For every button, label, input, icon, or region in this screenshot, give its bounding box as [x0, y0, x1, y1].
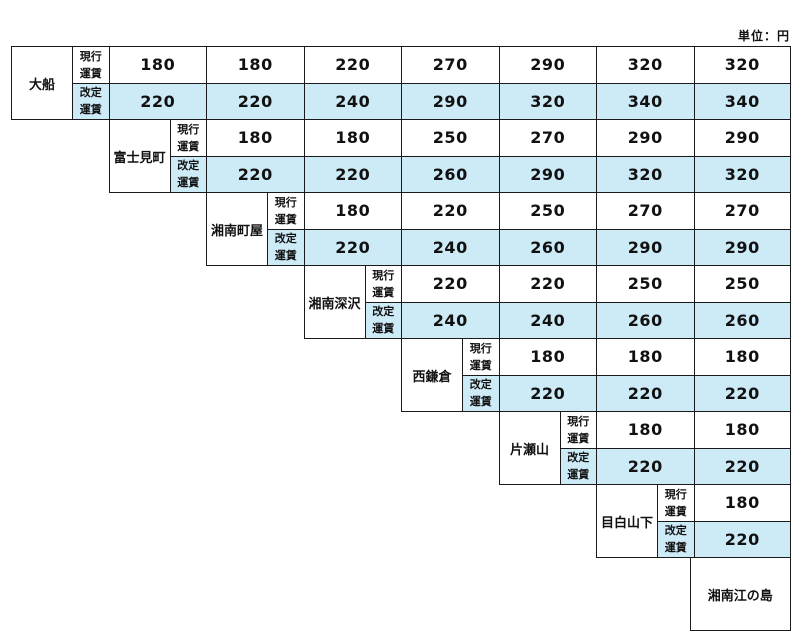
current-fare-cell: 220	[498, 265, 597, 303]
revised-fare-cell: 220	[498, 374, 597, 412]
revised-fare-cell: 260	[498, 228, 597, 266]
fare-type-revised-label: 改定 運賃	[267, 228, 305, 266]
station-name-cell: 西鎌倉	[401, 338, 463, 412]
fare-type-current-label: 現行 運賃	[267, 192, 305, 230]
revised-fare-cell: 290	[596, 228, 695, 266]
fare-type-revised-label: 改定 運賃	[657, 520, 695, 558]
revised-fare-cell: 320	[693, 155, 791, 193]
current-fare-cell: 180	[303, 119, 402, 157]
fare-type-revised-label: 改定 運賃	[462, 374, 500, 412]
revised-fare-cell: 220	[206, 82, 305, 120]
current-fare-cell: 220	[401, 192, 500, 230]
fare-type-revised-label: 改定 運賃	[72, 82, 110, 120]
current-fare-cell: 220	[401, 265, 500, 303]
revised-fare-cell: 240	[401, 301, 500, 339]
revised-fare-cell: 220	[693, 447, 791, 485]
current-fare-cell: 180	[303, 192, 402, 230]
current-fare-cell: 250	[596, 265, 695, 303]
current-fare-cell: 180	[498, 338, 597, 376]
fare-type-current-label: 現行 運賃	[462, 338, 500, 376]
fare-type-current-label: 現行 運賃	[364, 265, 402, 303]
current-fare-cell: 180	[693, 484, 791, 522]
revised-fare-cell: 240	[401, 228, 500, 266]
station-name-cell: 湘南深沢	[303, 265, 366, 339]
station-name-cell: 片瀬山	[498, 411, 561, 485]
fare-type-current-label: 現行 運賃	[657, 484, 695, 522]
revised-fare-cell: 220	[206, 155, 305, 193]
revised-fare-cell: 320	[498, 82, 597, 120]
revised-fare-cell: 340	[596, 82, 695, 120]
fare-type-current-label: 現行 運賃	[559, 411, 597, 449]
revised-fare-cell: 340	[693, 82, 791, 120]
current-fare-cell: 270	[401, 46, 500, 84]
revised-fare-cell: 220	[693, 520, 791, 558]
current-fare-cell: 270	[596, 192, 695, 230]
revised-fare-cell: 260	[401, 155, 500, 193]
fare-type-current-label: 現行 運賃	[72, 46, 110, 84]
current-fare-cell: 250	[693, 265, 791, 303]
station-name-cell: 大船	[11, 46, 73, 120]
current-fare-cell: 270	[498, 119, 597, 157]
fare-type-current-label: 現行 運賃	[169, 119, 207, 157]
revised-fare-cell: 220	[303, 228, 402, 266]
unit-label: 単位：円	[737, 29, 790, 43]
current-fare-cell: 290	[596, 119, 695, 157]
fare-type-revised-label: 改定 運賃	[364, 301, 402, 339]
current-fare-cell: 250	[498, 192, 597, 230]
last-station-cell: 湘南江の島	[689, 557, 791, 631]
revised-fare-cell: 260	[596, 301, 695, 339]
revised-fare-cell: 290	[498, 155, 597, 193]
current-fare-cell: 180	[596, 338, 695, 376]
current-fare-cell: 320	[596, 46, 695, 84]
revised-fare-cell: 290	[401, 82, 500, 120]
revised-fare-cell: 240	[498, 301, 597, 339]
current-fare-cell: 180	[108, 46, 207, 84]
current-fare-cell: 180	[693, 338, 791, 376]
revised-fare-cell: 290	[693, 228, 791, 266]
fare-type-revised-label: 改定 運賃	[559, 447, 597, 485]
current-fare-cell: 180	[206, 119, 305, 157]
revised-fare-cell: 220	[108, 82, 207, 120]
revised-fare-cell: 320	[596, 155, 695, 193]
revised-fare-cell: 240	[303, 82, 402, 120]
current-fare-cell: 220	[303, 46, 402, 84]
current-fare-cell: 180	[693, 411, 791, 449]
current-fare-cell: 290	[498, 46, 597, 84]
revised-fare-cell: 220	[596, 374, 695, 412]
current-fare-cell: 180	[596, 411, 695, 449]
fare-type-revised-label: 改定 運賃	[169, 155, 207, 193]
current-fare-cell: 270	[693, 192, 791, 230]
current-fare-cell: 180	[206, 46, 305, 84]
station-name-cell: 富士見町	[108, 119, 171, 193]
revised-fare-cell: 220	[303, 155, 402, 193]
current-fare-cell: 250	[401, 119, 500, 157]
revised-fare-cell: 220	[693, 374, 791, 412]
current-fare-cell: 290	[693, 119, 791, 157]
station-name-cell: 目白山下	[596, 484, 658, 558]
current-fare-cell: 320	[693, 46, 791, 84]
revised-fare-cell: 260	[693, 301, 791, 339]
revised-fare-cell: 220	[596, 447, 695, 485]
station-name-cell: 湘南町屋	[206, 192, 268, 266]
